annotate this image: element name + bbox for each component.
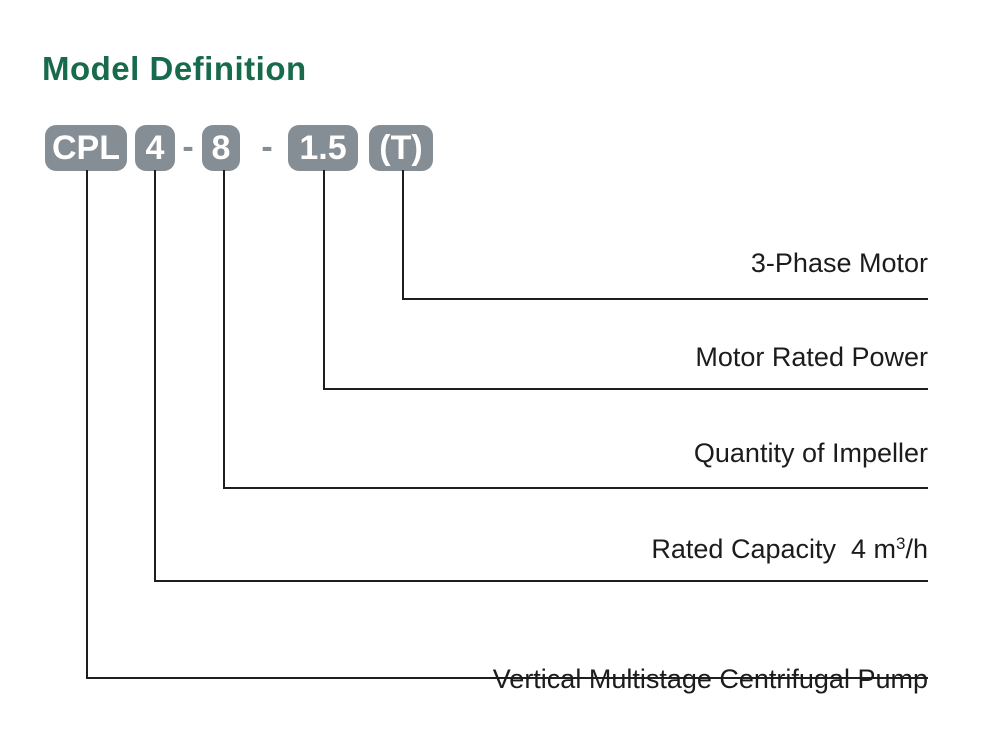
label-phase-motor: 3-Phase Motor — [750, 248, 928, 278]
connector-horizontal-phase — [402, 298, 928, 300]
connector-vertical-series — [86, 170, 88, 679]
label-pump-type-line1: Vertical Multistage Centrifugal Pump — [492, 664, 928, 694]
connector-horizontal-series — [86, 677, 928, 679]
connector-vertical-impeller — [223, 170, 225, 489]
label-rated-capacity-unit: /h — [905, 534, 928, 564]
label-rated-capacity: Rated Capacity 4 m3/h — [651, 532, 928, 566]
connector-horizontal-impeller — [223, 487, 928, 489]
badge-series-cpl: CPL — [45, 125, 127, 171]
superscript-cubed: 3 — [896, 534, 906, 553]
connector-horizontal-power — [323, 388, 928, 390]
label-rated-capacity-text: Rated Capacity 4 m — [651, 534, 896, 564]
badge-power-1-5: 1.5 — [288, 125, 358, 171]
badge-capacity-4: 4 — [135, 125, 175, 171]
hyphen-separator: - — [182, 128, 194, 166]
hyphen-separator: - — [261, 128, 273, 166]
page-title: Model Definition — [42, 50, 307, 87]
label-rated-power: Motor Rated Power — [695, 342, 928, 372]
badge-phase-t: (T) — [369, 125, 433, 171]
connector-vertical-capacity — [154, 170, 156, 582]
connector-horizontal-capacity — [154, 580, 928, 582]
label-impeller-qty: Quantity of Impeller — [693, 438, 928, 468]
connector-vertical-power — [323, 170, 325, 390]
connector-vertical-phase — [402, 170, 404, 300]
label-pump-type: Vertical Multistage Centrifugal Pump (Bo… — [493, 594, 928, 755]
badge-impeller-8: 8 — [202, 125, 240, 171]
